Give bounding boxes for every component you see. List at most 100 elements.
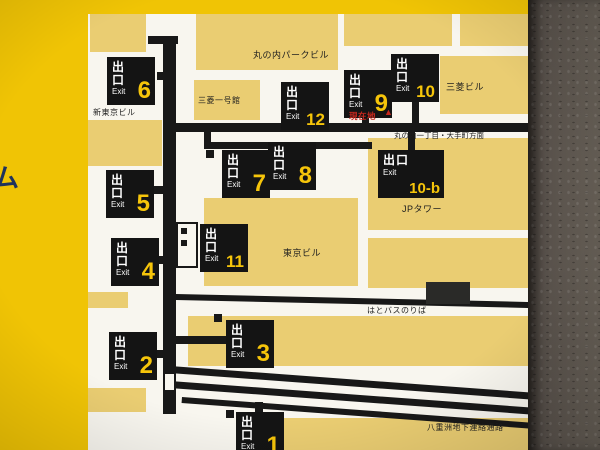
exit-sign-text: 出口 Exit bbox=[114, 336, 140, 377]
exit-en-label: Exit bbox=[112, 87, 126, 97]
exit-sign-text: 出口 Exit bbox=[383, 154, 409, 195]
passage-stub-exit10 bbox=[412, 98, 419, 125]
label-mitsubishi-ichigokan: 三菱一号館 bbox=[198, 96, 241, 105]
exit-sign-text: 出口 Exit bbox=[112, 61, 138, 102]
label-direction: 丸の内一丁目・大手町方面 bbox=[394, 131, 484, 140]
stairs-marker bbox=[206, 150, 214, 158]
passage-stub-exit3 bbox=[176, 336, 228, 344]
exit-number: 12 bbox=[306, 109, 325, 129]
passage-stub-exit9 bbox=[362, 116, 369, 126]
stairs-marker bbox=[181, 228, 187, 234]
exit-sign-text: 出口 Exit bbox=[111, 174, 137, 215]
exit-jp-label: 出口 bbox=[396, 57, 410, 84]
exit-sign-text: 出口 Exit bbox=[273, 146, 299, 187]
exit-en-label: Exit bbox=[396, 84, 410, 94]
passage-stub-exit2 bbox=[153, 350, 165, 358]
exit-en-label: Exit bbox=[116, 268, 130, 278]
exit-number: 3 bbox=[256, 340, 270, 368]
frame-partial-character: ム bbox=[0, 163, 20, 193]
sign-frame-top bbox=[0, 0, 536, 14]
exit-sign-text: 出口 Exit bbox=[349, 74, 375, 115]
exit-sign-9: 出口 Exit 9 bbox=[344, 70, 392, 118]
passage-stub-exit1 bbox=[255, 402, 263, 414]
exit-jp-label: 出口 bbox=[114, 335, 128, 362]
passage-top-stub bbox=[148, 36, 178, 44]
building-mitsubishi-ichigokan bbox=[194, 80, 260, 120]
exit-jp-label: 出口 bbox=[349, 73, 363, 100]
label-jp-tower: JPタワー bbox=[402, 204, 443, 214]
label-shin-tokyo-bldg: 新東京ビル bbox=[93, 108, 136, 117]
passage-horizontal-main bbox=[163, 123, 537, 132]
exit-sign-11: 出口 Exit 11 bbox=[200, 224, 248, 272]
exit-en-label: Exit bbox=[205, 254, 219, 264]
exit-sign-6: 出口 Exit 6 bbox=[107, 57, 155, 105]
exit-en-label: Exit bbox=[349, 100, 363, 110]
exit-jp-label: 出口 bbox=[111, 173, 125, 200]
exit-number: 2 bbox=[139, 352, 153, 380]
exit-number: 7 bbox=[252, 170, 266, 198]
passage-stub-exit10b bbox=[408, 130, 415, 152]
exit-en-label: Exit bbox=[241, 442, 255, 450]
exit-jp-label: 出口 bbox=[273, 145, 287, 172]
station-structure-box bbox=[176, 222, 198, 268]
exit-sign-3: 出口 Exit 3 bbox=[226, 320, 274, 368]
exit-number: 5 bbox=[136, 190, 150, 218]
exit-jp-label: 出口 bbox=[116, 241, 130, 268]
exit-en-label: Exit bbox=[114, 362, 128, 372]
exit-sign-1: 出口 Exit 1 bbox=[236, 412, 284, 450]
exit-number: 4 bbox=[141, 258, 155, 286]
exit-en-label: Exit bbox=[286, 112, 300, 122]
building-block bbox=[344, 14, 452, 46]
exit-jp-label: 出口 bbox=[241, 415, 255, 442]
passage-connector bbox=[204, 131, 211, 143]
exit-sign-4: 出口 Exit 4 bbox=[111, 238, 159, 286]
exit-number: 10 bbox=[416, 81, 435, 101]
building-block bbox=[88, 388, 146, 412]
wall bbox=[528, 0, 600, 450]
label-hato-bus: はとバスのりば bbox=[367, 306, 427, 315]
exit-sign-text: 出口 Exit bbox=[227, 154, 253, 195]
exit-en-label: Exit bbox=[227, 180, 241, 190]
building-marunouchi-park bbox=[196, 14, 338, 70]
label-current-location: 現在地 bbox=[349, 111, 377, 121]
label-marunouchi-park: 丸の内パークビル bbox=[253, 50, 330, 60]
exit-sign-text: 出口 Exit bbox=[286, 86, 306, 127]
exit-sign-text: 出口 Exit bbox=[205, 228, 226, 269]
exit-jp-label: 出口 bbox=[205, 227, 219, 254]
exit-number: 1 bbox=[266, 432, 280, 450]
exit-number: 11 bbox=[226, 251, 244, 271]
label-yaesu-passage: 八重洲地下連絡通路 bbox=[427, 423, 504, 432]
exit-sign-text: 出口 Exit bbox=[396, 58, 416, 99]
exit-number: 6 bbox=[137, 77, 151, 105]
passage-stub-exit4 bbox=[155, 256, 165, 264]
exit-sign-10b: 出口 Exit 10-b bbox=[378, 150, 444, 198]
exit-en-label: Exit bbox=[111, 200, 125, 210]
exit-number: 10-b bbox=[409, 179, 440, 197]
exit-jp-label: 出口 bbox=[286, 85, 300, 112]
passage-stub-exit5 bbox=[150, 186, 165, 194]
stairs-marker bbox=[226, 410, 234, 418]
stairs-marker bbox=[214, 314, 222, 322]
exit-jp-label: 出口 bbox=[383, 153, 410, 167]
current-location-marker-icon: ▲ bbox=[384, 107, 393, 117]
building-dark-block bbox=[426, 282, 470, 304]
exit-number: 8 bbox=[298, 162, 312, 190]
exit-sign-2: 出口 Exit 2 bbox=[109, 332, 157, 380]
exit-jp-label: 出口 bbox=[227, 153, 241, 180]
exit-sign-10: 出口 Exit 10 bbox=[391, 54, 439, 102]
exit-sign-12: 出口 Exit 12 bbox=[281, 82, 329, 130]
exit-en-label: Exit bbox=[231, 350, 245, 360]
passage-stub-exit6 bbox=[157, 72, 165, 80]
sign-frame-left bbox=[0, 0, 88, 450]
stairs-box bbox=[163, 372, 176, 392]
building-block bbox=[88, 292, 128, 308]
exit-number: 9 bbox=[374, 90, 388, 118]
exit-en-label: Exit bbox=[383, 167, 397, 177]
building-block bbox=[368, 238, 532, 288]
exit-sign-7: 出口 Exit 7 bbox=[222, 150, 270, 198]
exit-sign-text: 出口 Exit bbox=[116, 242, 142, 283]
exit-jp-label: 出口 bbox=[112, 60, 126, 87]
label-mitsubishi-bldg: 三菱ビル bbox=[446, 82, 485, 92]
building-block bbox=[90, 14, 146, 52]
